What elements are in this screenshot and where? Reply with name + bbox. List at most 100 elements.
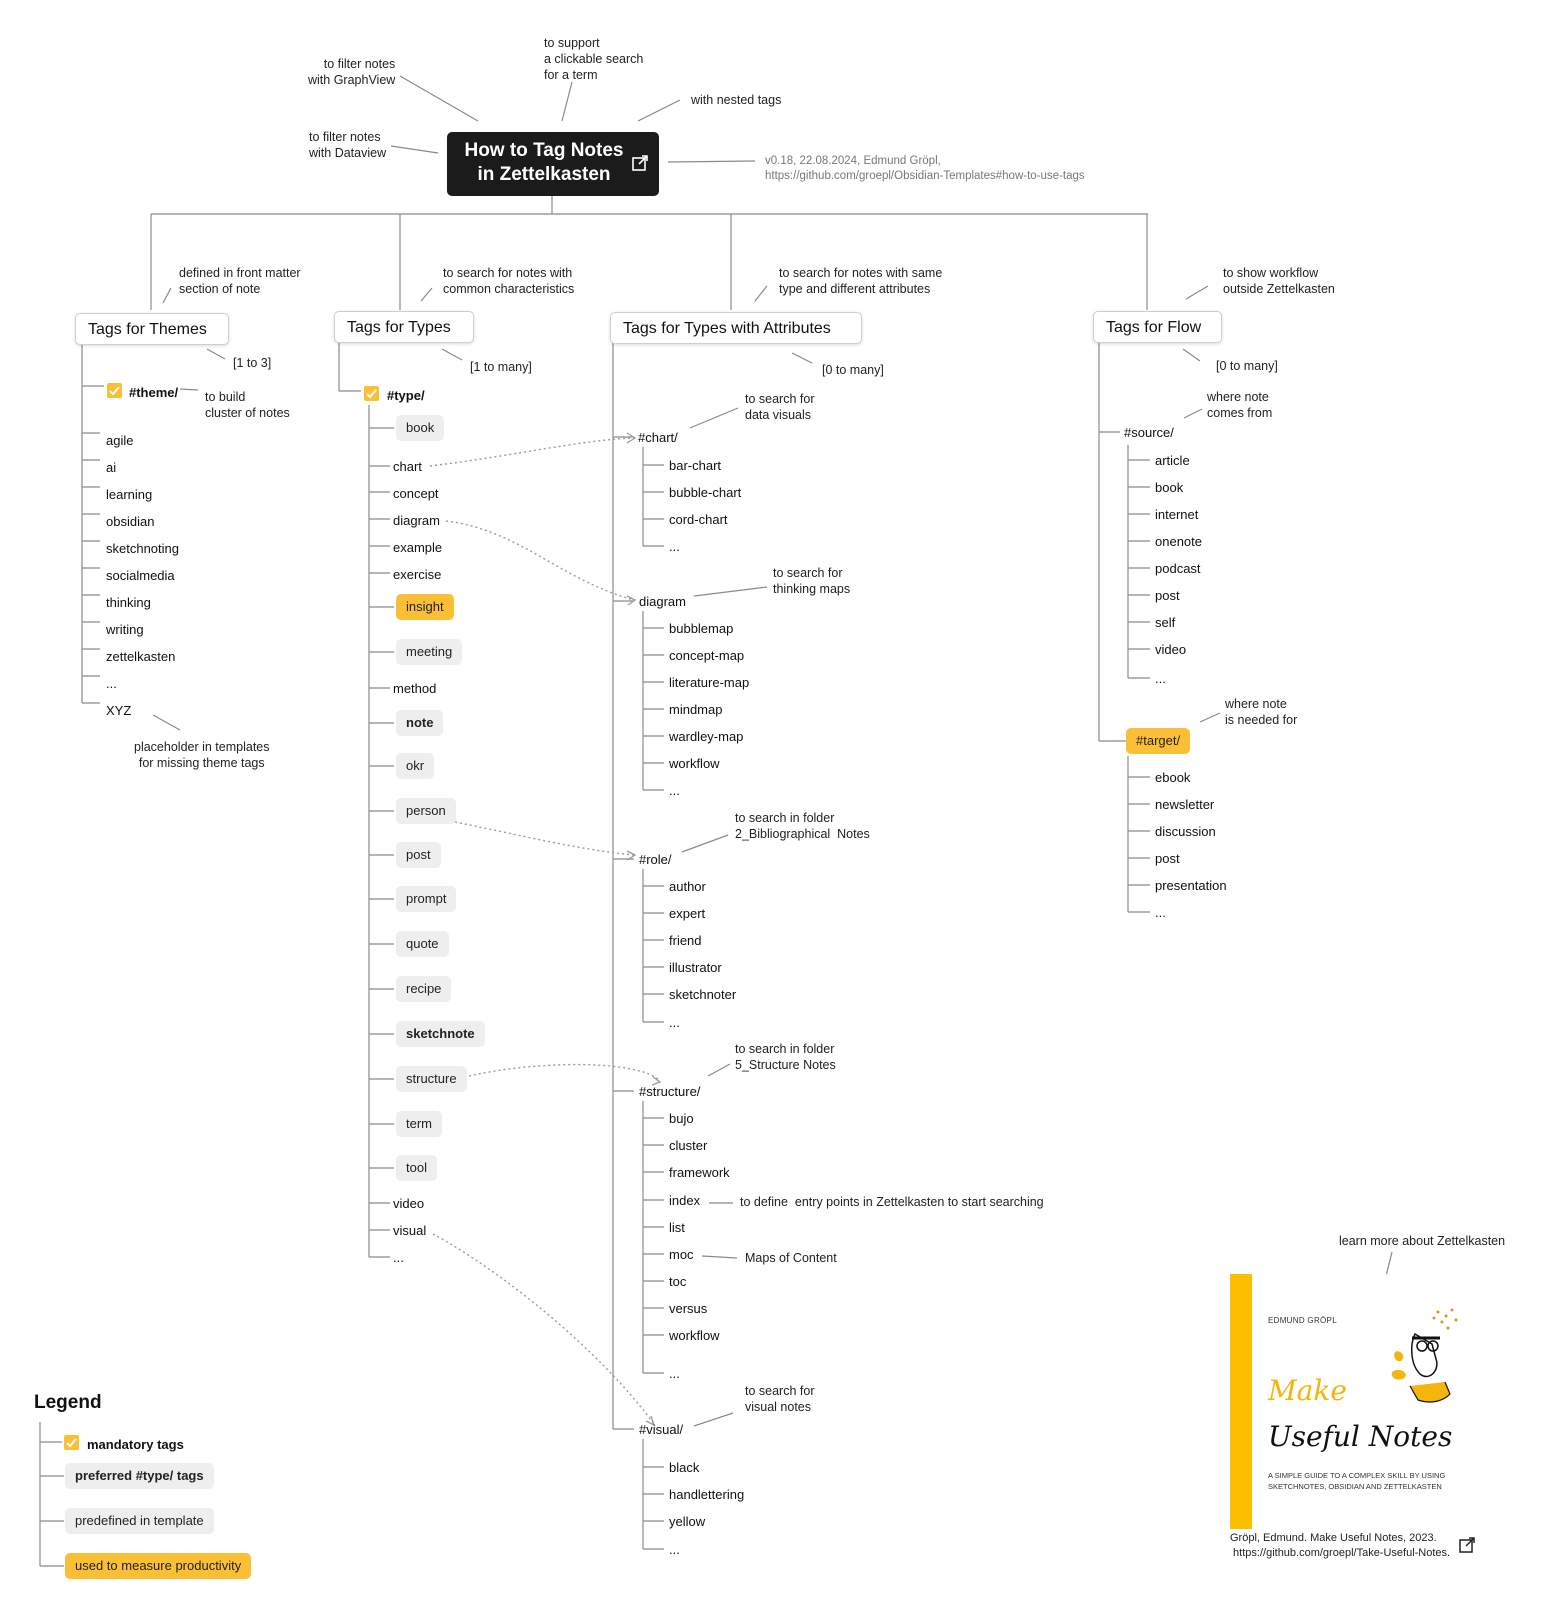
themes-cardinality: [1 to 3] bbox=[233, 356, 272, 370]
xyz-note: placeholder in templates for missing the… bbox=[134, 740, 270, 770]
diagram-item: workflow bbox=[669, 756, 720, 771]
type-item: ... bbox=[393, 1250, 404, 1265]
type-pill-preferred: note bbox=[396, 710, 444, 736]
diagram-tag: diagram bbox=[639, 594, 686, 609]
attrs-cardinality: [0 to many] bbox=[822, 363, 884, 377]
main-title: How to Tag Notes in Zettelkasten bbox=[447, 132, 659, 196]
checkbox-icon bbox=[64, 1435, 79, 1450]
theme-root-tag: #theme/ bbox=[129, 385, 179, 400]
visual-note: to search for visual notes bbox=[745, 1384, 815, 1414]
chart-item: ... bbox=[669, 539, 680, 554]
theme-item: thinking bbox=[106, 595, 151, 610]
type-item: exercise bbox=[393, 567, 442, 582]
book-cover[interactable]: EDMUND GRÖPL Make Useful Notes A SIMPLE … bbox=[1230, 1274, 1480, 1529]
header-tags-for-flow: Tags for Flow bbox=[1093, 311, 1222, 343]
target-item: ... bbox=[1155, 905, 1166, 920]
source-item: podcast bbox=[1155, 561, 1201, 576]
book-title: Useful Notes bbox=[1268, 1420, 1453, 1453]
target-item: post bbox=[1155, 851, 1180, 866]
note-graphview: to filter notes with GraphView bbox=[308, 57, 396, 87]
chart-note: to search for data visuals bbox=[745, 392, 815, 422]
version-note: v0.18, 22.08.2024, Edmund Gröpl, https:/… bbox=[765, 155, 1085, 182]
type-pill-preferred: sketchnote bbox=[396, 1021, 485, 1047]
structure-item: ... bbox=[669, 1366, 680, 1381]
structure-item: list bbox=[669, 1220, 685, 1235]
visual-item: ... bbox=[669, 1542, 680, 1557]
source-note: where note comes from bbox=[1207, 390, 1273, 420]
theme-item: agile bbox=[106, 433, 134, 448]
source-tag: #source/ bbox=[1124, 425, 1174, 440]
source-item: ... bbox=[1155, 671, 1166, 686]
structure-item: index bbox=[669, 1193, 701, 1208]
attrs-note: to search for notes with same type and d… bbox=[779, 266, 943, 296]
type-pill: tool bbox=[396, 1155, 437, 1181]
type-item: example bbox=[393, 540, 443, 555]
role-item: illustrator bbox=[669, 960, 722, 975]
note-nested-tags: with nested tags bbox=[691, 93, 782, 107]
type-pill: book bbox=[396, 415, 445, 441]
source-item: article bbox=[1155, 453, 1190, 468]
type-pill: structure bbox=[396, 1066, 467, 1092]
type-root-tag: #type/ bbox=[387, 388, 425, 403]
diagram-item: wardley-map bbox=[669, 729, 744, 744]
book-citation: Gröpl, Edmund. Make Useful Notes, 2023. … bbox=[1230, 1532, 1451, 1559]
legend-mandatory: mandatory tags bbox=[87, 1437, 184, 1452]
type-item: visual bbox=[393, 1223, 427, 1238]
visual-item: black bbox=[669, 1460, 700, 1475]
structure-item: cluster bbox=[669, 1138, 708, 1153]
role-item: author bbox=[669, 879, 706, 894]
theme-item: zettelkasten bbox=[106, 649, 176, 664]
target-item: ebook bbox=[1155, 770, 1191, 785]
diagram-item: literature-map bbox=[669, 675, 750, 690]
type-item: method bbox=[393, 681, 437, 696]
chart-item: bubble-chart bbox=[669, 485, 742, 500]
structure-item: workflow bbox=[669, 1328, 720, 1343]
legend-predefined: predefined in template bbox=[65, 1508, 214, 1534]
target-item: presentation bbox=[1155, 878, 1227, 893]
legend-preferred: preferred #type/ tags bbox=[65, 1463, 214, 1489]
type-pill-productivity: insight bbox=[396, 594, 454, 620]
target-item: discussion bbox=[1155, 824, 1216, 839]
theme-item: writing bbox=[106, 622, 144, 637]
structure-tag: #structure/ bbox=[639, 1084, 701, 1099]
role-tag: #role/ bbox=[639, 852, 672, 867]
theme-item: socialmedia bbox=[106, 568, 175, 583]
structure-note: to search in folder 5_Structure Notes bbox=[735, 1042, 836, 1072]
source-item: video bbox=[1155, 642, 1187, 657]
external-link-icon[interactable] bbox=[1458, 1536, 1476, 1554]
theme-item: sketchnoting bbox=[106, 541, 179, 556]
structure-item: toc bbox=[669, 1274, 687, 1289]
visual-item: handlettering bbox=[669, 1487, 745, 1502]
type-item: diagram bbox=[393, 513, 440, 528]
theme-item: learning bbox=[106, 487, 153, 502]
visual-item: yellow bbox=[669, 1514, 706, 1529]
chart-item: bar-chart bbox=[669, 458, 722, 473]
target-item: newsletter bbox=[1155, 797, 1215, 812]
index-note: to define entry points in Zettelkasten t… bbox=[740, 1195, 1044, 1209]
note-dataview: to filter notes with Dataview bbox=[309, 130, 387, 160]
type-pill: person bbox=[396, 798, 456, 824]
checkbox-icon bbox=[364, 386, 379, 401]
type-pill: prompt bbox=[396, 886, 457, 912]
structure-item: bujo bbox=[669, 1111, 694, 1126]
target-note: where note is needed for bbox=[1225, 697, 1298, 727]
theme-item: XYZ bbox=[106, 703, 132, 718]
header-tags-for-types: Tags for Types bbox=[334, 311, 474, 343]
role-item: expert bbox=[669, 906, 706, 921]
character-illustration-icon bbox=[1391, 1308, 1458, 1403]
type-item: video bbox=[393, 1196, 425, 1211]
note-clickable-search: to support a clickable search for a term bbox=[544, 36, 644, 82]
diagram-item: concept-map bbox=[669, 648, 745, 663]
structure-item: versus bbox=[669, 1301, 708, 1316]
type-pill: okr bbox=[396, 753, 435, 779]
type-item: chart bbox=[393, 459, 422, 474]
theme-root-note: to build cluster of notes bbox=[205, 390, 290, 420]
theme-item: ... bbox=[106, 676, 117, 691]
role-item: ... bbox=[669, 1015, 680, 1030]
diagram-note: to search for thinking maps bbox=[773, 566, 851, 596]
chart-tag: #chart/ bbox=[638, 430, 678, 445]
source-item: post bbox=[1155, 588, 1180, 603]
book-spine bbox=[1230, 1274, 1252, 1529]
source-item: onenote bbox=[1155, 534, 1202, 549]
external-link-icon[interactable] bbox=[631, 154, 649, 172]
